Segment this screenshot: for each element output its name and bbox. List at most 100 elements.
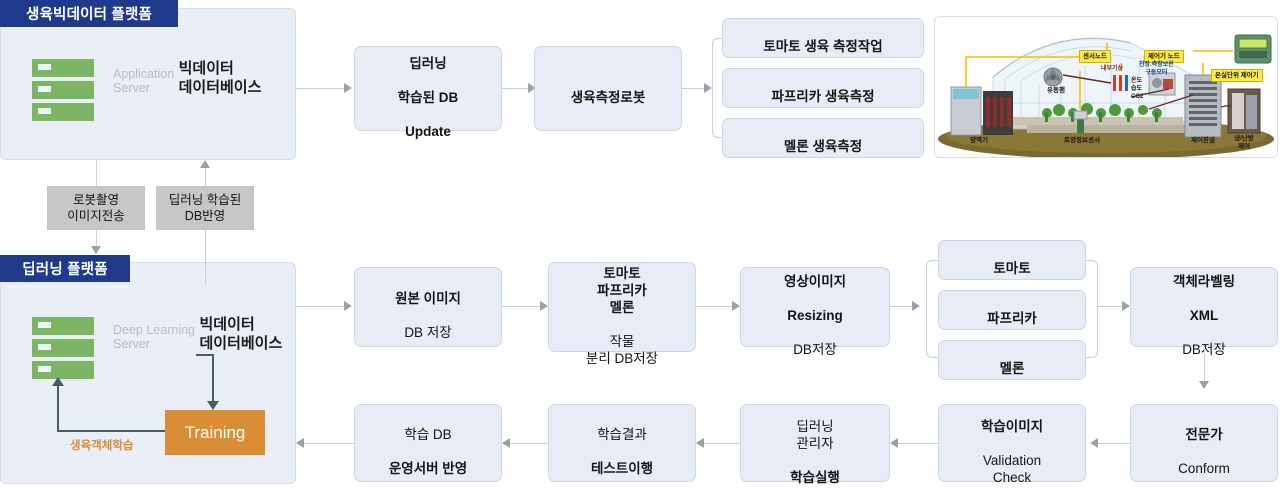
conn-growth-to-dlupdate-arrow xyxy=(344,83,352,93)
robot-capture-line-bottom xyxy=(96,230,97,248)
box-dl-db-update[interactable]: 딥러닝 학습된 DB Update xyxy=(354,46,502,139)
box-dl-manager-train[interactable]: 딥러닝 관리자 학습실행 xyxy=(740,404,890,485)
top-branch-bracket xyxy=(712,38,724,138)
conn-deploy-to-dlpanel xyxy=(304,443,354,444)
box-object-labeling-bold: 객체라벨링 xyxy=(1172,274,1236,289)
greenhouse-text-motor: 천장.측창보온 구동모터 xyxy=(1139,62,1174,76)
chip-robot-capture-label: 로봇촬영 이미지전송 xyxy=(67,193,125,223)
box-object-labeling-xml-text: 객체라벨링 XML DB저장 xyxy=(1173,256,1235,358)
conn-crop-to-resize-arrow xyxy=(732,301,740,311)
box-melon[interactable]: 멜론 xyxy=(938,340,1086,380)
box-crop-split-db[interactable]: 토마토 파프리카 멜론 작물 분리 DB저장 xyxy=(548,262,696,366)
growth-platform-banner: 생육빅데이터 플랫폼 xyxy=(0,0,178,27)
growth-object-learning-label: 생육객체학습 xyxy=(70,440,134,452)
box-object-labeling-mid: XML xyxy=(1189,308,1219,323)
box-growth-measure-robot[interactable]: 생육측정로봇 xyxy=(534,46,682,131)
greenhouse-label-controller-node: 제어기 노드 xyxy=(1144,50,1184,63)
growth-platform-banner-label: 생육빅데이터 플랫폼 xyxy=(25,7,153,23)
growth-server-caption: Application Server 빅데이터 데이터베이스 xyxy=(113,57,273,97)
box-dl-manager-train-text: 딥러닝 관리자 학습실행 xyxy=(790,401,840,486)
box-object-labeling-xml[interactable]: 객체라벨링 XML DB저장 xyxy=(1130,267,1278,357)
db-reflect-line-top xyxy=(205,168,206,186)
training-label: Training xyxy=(184,422,246,442)
conn-robot-to-branch xyxy=(682,88,704,89)
conn-branch-to-labeling xyxy=(1098,306,1122,307)
box-dl-db-update-line3: Update xyxy=(405,123,451,139)
conn-crop-to-resize xyxy=(696,306,732,307)
training-box[interactable]: Training xyxy=(165,410,265,455)
deeplearning-server-caption: Deep Learning Server 빅데이터 데이터베이스 xyxy=(113,313,283,353)
box-test-normal: 학습결과 xyxy=(597,427,647,442)
conn-resize-to-branch-arrow xyxy=(912,301,920,311)
box-train-db-deploy-text: 학습 DB 운영서버 반영 xyxy=(389,409,467,477)
box-deploy-normal: 학습 DB xyxy=(404,427,452,442)
greenhouse-label-unit-controller: 온실단위 제어기 xyxy=(1211,69,1263,82)
growth-server-subtitle: Application Server xyxy=(113,67,175,95)
greenhouse-text-internal-weather: 내부기상 xyxy=(1101,66,1124,72)
box-crop-split-db-text: 토마토 파프리카 멜론 작물 분리 DB저장 xyxy=(586,248,658,367)
box-train-image-validation[interactable]: 학습이미지 Validation Check xyxy=(938,404,1086,485)
box-dl-db-update-line1: 딥러닝 xyxy=(409,55,447,71)
chip-db-reflect-label: 딥러닝 학습된 DB반영 xyxy=(168,193,242,223)
training-output-hline xyxy=(57,430,165,432)
conn-validation-to-manager xyxy=(898,443,938,444)
training-input-hline xyxy=(196,354,214,356)
robot-capture-line-top xyxy=(96,160,97,186)
box-train-result-test[interactable]: 학습결과 테스트이행 xyxy=(548,404,696,482)
box-image-resizing-text: 영상이미지 Resizing DB저장 xyxy=(784,256,846,358)
conn-resize-to-branch xyxy=(890,306,912,307)
box-tomato-label: 토마토 xyxy=(993,261,1031,276)
conn-branch-to-labeling-arrow xyxy=(1122,301,1130,311)
box-melon-label: 멜론 xyxy=(999,361,1025,376)
conn-raw-to-crop xyxy=(502,306,540,307)
deeplearning-server-title: 빅데이터 데이터베이스 xyxy=(199,316,283,352)
box-deploy-bold: 운영서버 반영 xyxy=(388,461,468,476)
greenhouse-caption-circulation-fan: 유동팬 xyxy=(1047,87,1065,94)
box-image-resizing[interactable]: 영상이미지 Resizing DB저장 xyxy=(740,267,890,357)
db-reflect-line-bottom xyxy=(205,230,206,285)
box-expert-conform[interactable]: 전문가 Conform xyxy=(1130,404,1278,482)
box-raw-image-db[interactable]: 원본 이미지 DB 저장 xyxy=(354,267,502,347)
box-paprika-measure[interactable]: 파프리카 생육측정 xyxy=(722,68,924,108)
box-growth-measure-robot-line1: 생육측정로봇 xyxy=(570,89,646,105)
server-rack-icon xyxy=(32,317,94,379)
greenhouse-caption-nutrient-machine: 양액기 xyxy=(970,137,988,144)
chip-robot-capture: 로봇촬영 이미지전송 xyxy=(47,186,145,230)
bottom-branch-bracket-right xyxy=(1086,260,1098,358)
deeplearning-platform-banner-label: 딥러닝 플랫폼 xyxy=(22,262,108,278)
box-paprika[interactable]: 파프리카 xyxy=(938,290,1086,330)
robot-capture-arrow xyxy=(91,246,101,254)
greenhouse-svg xyxy=(935,17,1277,157)
server-rack-icon xyxy=(32,59,94,121)
box-tomato-measure-text: 토마토 생육 측정작업 xyxy=(763,21,882,55)
chip-db-reflect: 딥러닝 학습된 DB반영 xyxy=(156,186,254,230)
box-tomato-measure[interactable]: 토마토 생육 측정작업 xyxy=(722,18,924,58)
deeplearning-platform-banner: 딥러닝 플랫폼 xyxy=(0,255,130,282)
box-dl-manager-bold: 학습실행 xyxy=(790,469,840,485)
training-input-vline xyxy=(212,354,214,401)
deeplearning-server-subtitle: Deep Learning Server xyxy=(113,323,196,351)
box-paprika-measure-label: 파프리카 생육측정 xyxy=(771,89,875,104)
box-melon-measure-label: 멜론 생육측정 xyxy=(783,139,863,154)
box-expert-conform-text: 전문가 Conform xyxy=(1178,409,1230,477)
conn-expert-to-validation xyxy=(1098,443,1130,444)
greenhouse-label-sensor-node: 센서노드 xyxy=(1079,50,1111,63)
box-image-resizing-bold: 영상이미지 xyxy=(783,274,847,289)
box-paprika-measure-text: 파프리카 생육측정 xyxy=(771,71,874,105)
box-dl-manager-normal: 딥러닝 관리자 xyxy=(796,418,834,451)
box-dl-db-update-text: 딥러닝 학습된 DB Update xyxy=(398,38,459,140)
box-melon-measure[interactable]: 멜론 생육측정 xyxy=(722,118,924,158)
conn-raw-to-crop-arrow xyxy=(540,301,548,311)
box-raw-image-db-normal: DB 저장 xyxy=(404,325,452,340)
box-paprika-text: 파프리카 xyxy=(987,293,1037,327)
conn-test-to-deploy xyxy=(510,443,548,444)
box-tomato[interactable]: 토마토 xyxy=(938,240,1086,280)
box-validation-bold: 학습이미지 xyxy=(980,418,1044,434)
box-train-db-deploy[interactable]: 학습 DB 운영서버 반영 xyxy=(354,404,502,482)
box-crop-split-db-normal: 작물 분리 DB저장 xyxy=(585,333,659,366)
box-image-resizing-mid: Resizing xyxy=(787,308,843,323)
box-melon-measure-text: 멜론 생육측정 xyxy=(784,121,862,155)
box-image-resizing-normal: DB저장 xyxy=(793,342,837,357)
conn-labeling-to-expert xyxy=(1204,347,1205,381)
